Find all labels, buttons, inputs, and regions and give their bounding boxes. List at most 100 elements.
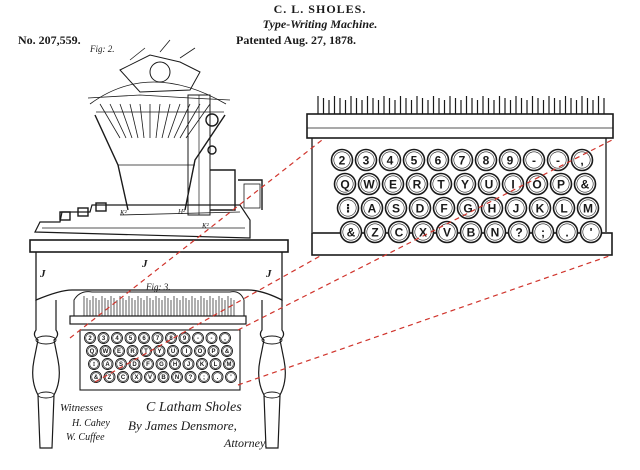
small-key-label: C [121, 375, 126, 381]
enlarged-key-ring-3-0 [342, 223, 360, 241]
enlarged-key-label: G [463, 201, 472, 215]
enlarged-key-3-5 [459, 220, 483, 244]
small-key-label: S [119, 362, 123, 368]
small-key-ring-0-7 [179, 333, 190, 343]
enlarged-key-3-3 [411, 220, 435, 244]
witness-2-signature: W. Cuffee [66, 432, 105, 443]
small-key-ring-1-2 [114, 346, 124, 356]
small-key-label: J [187, 362, 190, 368]
enlarged-key-label: 8 [483, 153, 490, 167]
enlarged-key-2-2 [384, 196, 408, 220]
small-key-label: - [211, 336, 213, 342]
enlarged-key-ring-3-1 [366, 223, 384, 241]
enlarged-key-label: 7 [459, 153, 466, 167]
enlarged-key-0-10 [570, 148, 594, 172]
small-key-label: 2 [88, 336, 92, 342]
patent-date: Patented Aug. 27, 1878. [236, 33, 356, 47]
small-key-2-6 [169, 358, 181, 370]
small-key-ring-0-1 [98, 333, 109, 343]
witness-1-signature: H. Cahey [72, 418, 110, 429]
small-key-ring-2-4 [143, 359, 153, 369]
fig-2-label: Fig: 2. [90, 44, 115, 54]
enlarged-key-label: - [556, 153, 560, 167]
enlarged-key-label: ' [590, 225, 593, 239]
enlarged-key-ring-2-4 [435, 199, 453, 217]
enlarged-key-label: & [347, 225, 356, 239]
enlarged-key-label: , [580, 153, 583, 167]
enlarged-key-label: 4 [387, 153, 394, 167]
small-key-ring-0-6 [166, 333, 176, 343]
enlarged-key-label: J [513, 201, 520, 215]
small-key-ring-3-1 [104, 372, 115, 382]
small-key-1-7 [180, 345, 193, 357]
small-key-label: F [146, 362, 150, 368]
small-key-label: T [144, 349, 148, 355]
enlarged-key-label: C [395, 225, 404, 239]
enlarged-key-0-1 [354, 148, 378, 172]
small-key-1-10 [221, 345, 233, 357]
small-key-ring-3-2 [118, 372, 128, 382]
patent-title: Type-Writing Machine. [262, 17, 378, 31]
witnesses-label: Witnesses [60, 402, 103, 414]
small-key-label: H [173, 362, 177, 368]
small-key-0-2 [111, 332, 123, 344]
enlarged-key-ring-3-9 [558, 223, 576, 241]
small-key-ring-1-6 [168, 346, 178, 356]
small-key-3-2 [117, 371, 129, 383]
small-key-ring-3-3 [131, 372, 142, 382]
small-key-0-8 [192, 332, 204, 344]
enlarged-key-1-10 [573, 172, 597, 196]
small-key-label: N [175, 375, 179, 381]
small-key-0-1 [97, 332, 110, 344]
enlarged-key-ring-1-0 [336, 175, 354, 193]
enlarged-key-label: M [583, 201, 593, 215]
patent-number: No. 207,559. [18, 33, 81, 47]
enlarged-key-3-10 [579, 220, 603, 244]
small-key-ring-2-2 [116, 359, 126, 369]
small-key-label: - [197, 336, 199, 342]
enlarged-key-label: 3 [363, 153, 370, 167]
enlarged-key-ring-2-9 [555, 199, 573, 217]
small-key-label: K [200, 362, 205, 368]
enlarged-key-1-3 [405, 172, 429, 196]
small-key-1-8 [194, 345, 206, 357]
enlarged-key-0-0 [330, 148, 354, 172]
enlarged-key-label: - [532, 153, 536, 167]
small-key-ring-3-6 [172, 372, 182, 382]
small-key-ring-1-10 [222, 346, 232, 356]
enlarged-key-ring-3-6 [486, 223, 504, 241]
small-key-1-9 [207, 345, 220, 357]
svg-text:K²: K² [119, 209, 128, 217]
enlarged-key-ring-2-2 [387, 199, 405, 217]
enlarged-key-ring-1-2 [384, 175, 402, 193]
attorney-by-signature: By James Densmore, [128, 418, 237, 433]
small-key-ring-0-0 [85, 333, 95, 343]
small-key-ring-1-7 [181, 346, 192, 356]
enlarged-key-3-0 [339, 220, 363, 244]
enlarged-key-label: ; [541, 225, 545, 239]
small-key-label: ⁝ [93, 362, 95, 368]
enlarged-key-1-5 [453, 172, 477, 196]
small-key-label: X [134, 375, 138, 381]
enlarged-key-label: V [443, 225, 451, 239]
enlarged-key-label: U [485, 177, 494, 191]
enlarged-key-ring-1-6 [480, 175, 498, 193]
small-key-0-10 [219, 332, 231, 344]
enlarged-key-label: O [532, 177, 541, 191]
enlarged-key-ring-0-7 [501, 151, 519, 169]
enlarged-key-ring-0-8 [525, 151, 543, 169]
enlarged-key-ring-2-8 [531, 199, 549, 217]
small-key-ring-3-9 [212, 372, 223, 382]
enlarged-key-ring-2-3 [411, 199, 429, 217]
small-key-ring-0-8 [193, 333, 203, 343]
small-key-ring-2-9 [210, 359, 221, 369]
small-key-0-5 [151, 332, 164, 344]
enlarged-key-ring-2-7 [507, 199, 525, 217]
enlarged-key-2-0 [336, 196, 360, 220]
enlarged-key-label: L [560, 201, 567, 215]
part-letter-j-left: J [40, 268, 46, 280]
callout-lines [69, 139, 613, 386]
small-key-ring-2-0 [89, 359, 99, 369]
